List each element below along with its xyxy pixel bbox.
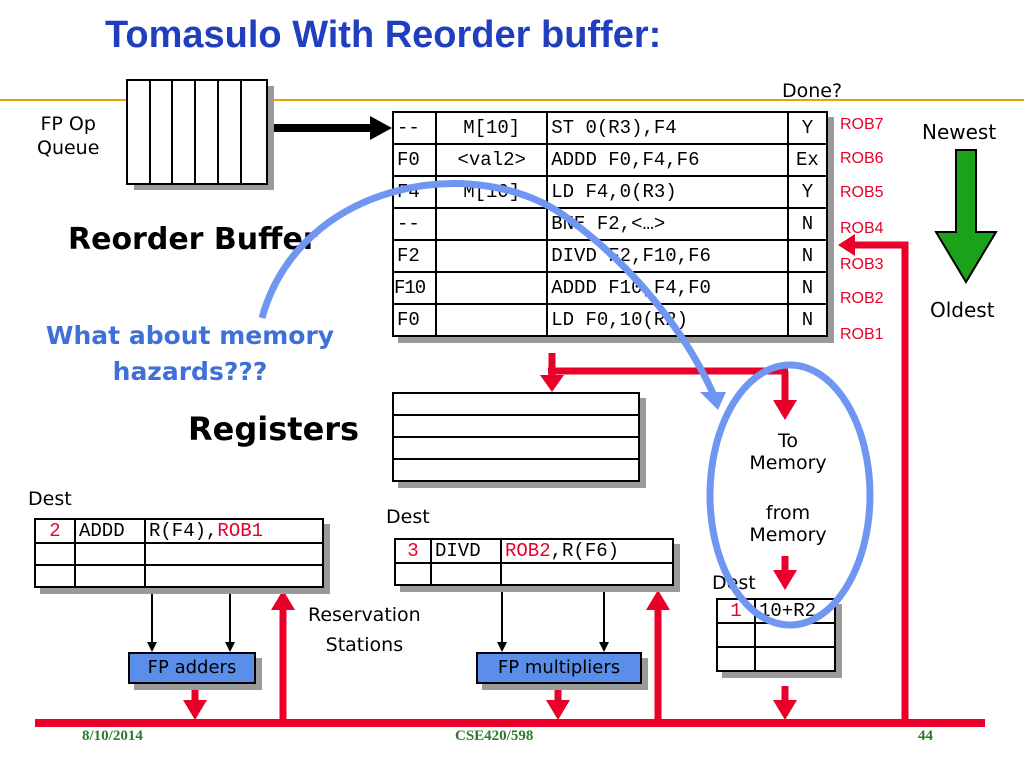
rob-value [435, 207, 549, 241]
rs-address: 10+R2 [754, 598, 836, 624]
slide-title: Tomasulo With Reorder buffer: [105, 14, 662, 56]
mem-rs-dest-label: Dest [712, 572, 756, 594]
rob-dest: -- [391, 207, 438, 241]
rob-value [435, 239, 549, 273]
rob-instruction: DIVD F2,F10,F6 [546, 239, 789, 273]
footer-course: CSE420/598 [455, 728, 534, 744]
rs-row [34, 542, 324, 566]
rob-done: N [786, 271, 829, 305]
rob-value: <val2> [435, 143, 549, 177]
rs-dest: 1 [716, 598, 756, 624]
rs-op: ADDD [74, 518, 146, 544]
rob-instruction: LD F0,10(R2) [546, 303, 789, 337]
rs-row [394, 562, 674, 586]
rob-tag: ROB1 [840, 326, 884, 343]
rob-instruction: BNE F2,<…> [546, 207, 789, 241]
cdb-to-rob-line [852, 241, 909, 723]
rob-instruction: LD F4,0(R3) [546, 175, 789, 209]
rob-done: N [786, 303, 829, 337]
rob-value: M[10] [435, 111, 549, 145]
to-memory-arrowhead [773, 400, 797, 420]
rob-value: M[10] [435, 175, 549, 209]
register-row [392, 392, 640, 416]
bus-to-adder-rs-arrowhead [271, 590, 295, 610]
mem-to-bus-arrowhead [773, 700, 797, 720]
rob-done: Y [786, 175, 829, 209]
rs-operands: ROB2,R(F6) [500, 538, 674, 564]
adder-to-bus-arrowhead [183, 700, 207, 720]
rob-row: F10 ADDD F10,F4,F0 N [391, 271, 829, 305]
fp-multipliers-unit: FP multipliers [476, 652, 642, 684]
rob-row: -- BNE F2,<…> N [391, 207, 829, 241]
footer-date: 8/10/2014 [82, 728, 143, 744]
newest-label: Newest [922, 120, 997, 144]
registers-label: Registers [188, 410, 360, 448]
rob-row: F2 DIVD F2,F10,F6 N [391, 239, 829, 273]
reorder-buffer-table: -- M[10] ST 0(R3),F4 Y F0 <val2> ADDD F0… [391, 111, 829, 337]
rs-row [716, 646, 836, 672]
queue-to-rob-arrowhead [370, 116, 392, 140]
done-column-label: Done? [782, 80, 843, 102]
rob-dest: F2 [391, 239, 438, 273]
rs-row [716, 622, 836, 648]
rob-tag: ROB3 [840, 256, 884, 273]
rs-op: DIVD [430, 538, 502, 564]
register-row [392, 458, 640, 482]
rob-to-registers-arrowhead [540, 375, 564, 392]
rob-done: N [786, 207, 829, 241]
rob-dest: F0 [391, 303, 438, 337]
rs-dest: 2 [34, 518, 76, 544]
footer-page-number: 44 [918, 728, 933, 744]
fp-adders-unit: FP adders [128, 652, 256, 684]
mult-reservation-stations: 3 DIVD ROB2,R(F6) [394, 538, 674, 586]
rob-row: F0 <val2> ADDD F0,F4,F6 Ex [391, 143, 829, 177]
rob-done: Y [786, 111, 829, 145]
rob-instruction: ADDD F10,F4,F0 [546, 271, 789, 305]
rob-tag: ROB7 [840, 116, 884, 133]
rob-value [435, 271, 549, 305]
cdb-to-rob-arrowhead [838, 234, 855, 256]
rob-tag: ROB6 [840, 150, 884, 167]
rob-tag: ROB4 [840, 220, 884, 237]
oldest-label: Oldest [930, 298, 995, 322]
rob-row: F4 M[10] LD F4,0(R3) Y [391, 175, 829, 209]
memory-load-buffers: 1 10+R2 [716, 598, 836, 672]
rob-dest: -- [391, 111, 438, 145]
rob-tag: ROB2 [840, 290, 884, 307]
rs-row: 2 ADDD R(F4),ROB1 [34, 518, 324, 544]
rob-instruction: ADDD F0,F4,F6 [546, 143, 789, 177]
rob-dest: F0 [391, 143, 438, 177]
rs-row [34, 564, 324, 588]
rob-tag: ROB5 [840, 184, 884, 201]
rs-operands: R(F4),ROB1 [144, 518, 324, 544]
rob-done: Ex [786, 143, 829, 177]
from-memory-arrowhead [773, 570, 797, 590]
registers-table [392, 392, 640, 482]
register-row [392, 414, 640, 438]
rob-instruction: ST 0(R3),F4 [546, 111, 789, 145]
rs-row: 3 DIVD ROB2,R(F6) [394, 538, 674, 564]
mult-to-bus-arrowhead [546, 700, 570, 720]
bus-to-mult-rs-arrowhead [646, 590, 670, 610]
newest-to-oldest-arrow [934, 149, 998, 284]
adder-reservation-stations: 2 ADDD R(F4),ROB1 [34, 518, 324, 588]
rob-dest: F10 [391, 271, 438, 305]
mult-rs-dest-label: Dest [386, 506, 430, 528]
rob-dest: F4 [391, 175, 438, 209]
rs-dest: 3 [394, 538, 432, 564]
rob-done: N [786, 239, 829, 273]
rob-row: F0 LD F0,10(R2) N [391, 303, 829, 337]
adder-rs-dest-label: Dest [28, 488, 72, 510]
register-row [392, 436, 640, 460]
rs-row: 1 10+R2 [716, 598, 836, 624]
rob-value [435, 303, 549, 337]
fp-op-queue [126, 79, 268, 185]
rob-row: -- M[10] ST 0(R3),F4 Y [391, 111, 829, 145]
reorder-buffer-label: Reorder Buffer [68, 222, 318, 257]
